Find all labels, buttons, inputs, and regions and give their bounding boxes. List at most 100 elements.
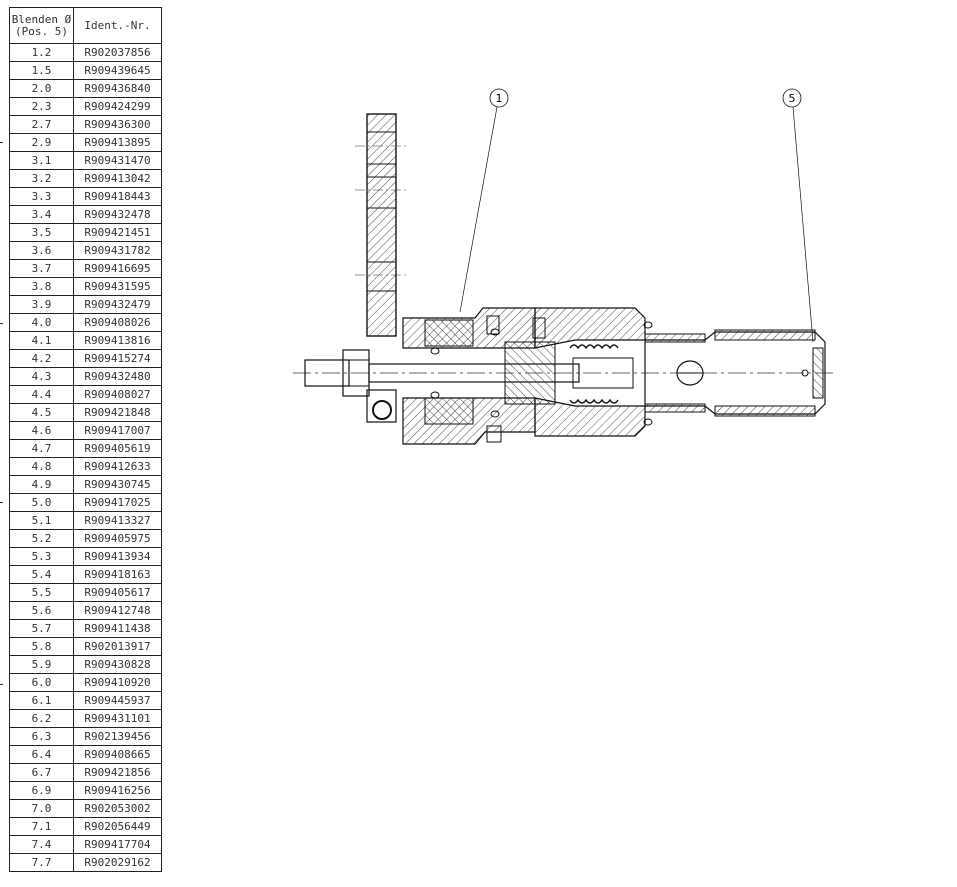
frame-tick (0, 142, 3, 143)
ident-number-cell: R902056449 (73, 817, 162, 836)
orifice-diameter-cell: 3.5 (9, 223, 74, 242)
ident-number-cell: R909431595 (73, 277, 162, 296)
orifice-diameter-cell: 7.1 (9, 817, 74, 836)
orifice-diameter-cell: 5.4 (9, 565, 74, 584)
ident-number-cell: R909417025 (73, 493, 162, 512)
ident-number-cell: R909421848 (73, 403, 162, 422)
orifice-diameter-cell: 6.2 (9, 709, 74, 728)
ident-number-cell: R909408665 (73, 745, 162, 764)
ident-number-cell: R909439645 (73, 61, 162, 80)
orifice-diameter-cell: 3.4 (9, 205, 74, 224)
orifice-diameter-cell: 5.5 (9, 583, 74, 602)
frame-tick (0, 323, 3, 324)
orifice-diameter-cell: 4.3 (9, 367, 74, 386)
ident-number-cell: R909430745 (73, 475, 162, 494)
orifice-diameter-cell: 5.7 (9, 619, 74, 638)
orifice-diameter-cell: 7.0 (9, 799, 74, 818)
orifice-diameter-cell: 2.9 (9, 133, 74, 152)
orifice-diameter-cell: 5.9 (9, 655, 74, 674)
orifice-diameter-cell: 6.7 (9, 763, 74, 782)
frame-tick (0, 502, 3, 503)
ident-number-cell: R909415274 (73, 349, 162, 368)
ident-number-cell: R909405619 (73, 439, 162, 458)
ident-number-cell: R909413934 (73, 547, 162, 566)
balloon-position-1: 1 (459, 88, 509, 313)
table-header-row: Blenden Ø (Pos. 5) Ident.-Nr. (9, 7, 162, 44)
frame-tick (0, 684, 3, 685)
orifice-diameter-cell: 3.9 (9, 295, 74, 314)
orifice-diameter-cell: 4.2 (9, 349, 74, 368)
ident-number-cell: R909418163 (73, 565, 162, 584)
ident-number-cell: R909413042 (73, 169, 162, 188)
orifice-diameter-cell: 4.0 (9, 313, 74, 332)
orifice-diameter-cell: 7.4 (9, 835, 74, 854)
ident-number-cell: R909445937 (73, 691, 162, 710)
orifice-diameter-cell: 5.8 (9, 637, 74, 656)
cartridge-sleeve (644, 329, 826, 417)
ident-number-cell: R909408027 (73, 385, 162, 404)
ident-number-cell: R909431782 (73, 241, 162, 260)
orifice-diameter-cell: 5.3 (9, 547, 74, 566)
ident-number-cell: R909424299 (73, 97, 162, 116)
ident-number-cell: R909421856 (73, 763, 162, 782)
valve-body (504, 307, 653, 437)
orifice-diameter-cell: 3.2 (9, 169, 74, 188)
orifice-diameter-cell: 4.5 (9, 403, 74, 422)
ident-number-cell: R902139456 (73, 727, 162, 746)
orifice-diameter-cell: 6.9 (9, 781, 74, 800)
ident-number-cell: R909411438 (73, 619, 162, 638)
orifice-diameter-cell: 3.7 (9, 259, 74, 278)
orifice-diameter-cell: 1.2 (9, 43, 74, 62)
header-orifice-label: Blenden Ø (11, 12, 72, 26)
ident-number-cell: R909413327 (73, 511, 162, 530)
ident-number-cell: R909408026 (73, 313, 162, 332)
ident-number-cell: R909405975 (73, 529, 162, 548)
orifice-diameter-cell: 7.7 (9, 853, 74, 872)
ident-number-cell: R909421451 (73, 223, 162, 242)
orifice-diameter-cell: 3.6 (9, 241, 74, 260)
orifice-diameter-cell: 6.1 (9, 691, 74, 710)
ident-number-cell: R902013917 (73, 637, 162, 656)
orifice-diameter-cell: 6.3 (9, 727, 74, 746)
orifice-diameter-cell: 4.6 (9, 421, 74, 440)
ident-number-cell: R909432479 (73, 295, 162, 314)
orifice-diameter-cell: 6.4 (9, 745, 74, 764)
orifice-diameter-cell: 4.1 (9, 331, 74, 350)
ident-number-cell: R909417704 (73, 835, 162, 854)
orifice-diameter-cell: 3.8 (9, 277, 74, 296)
ident-number-cell: R909416695 (73, 259, 162, 278)
orifice-diameter-cell: 3.3 (9, 187, 74, 206)
orifice-diameter-cell: 4.9 (9, 475, 74, 494)
header-ident-number: Ident.-Nr. (73, 7, 162, 44)
